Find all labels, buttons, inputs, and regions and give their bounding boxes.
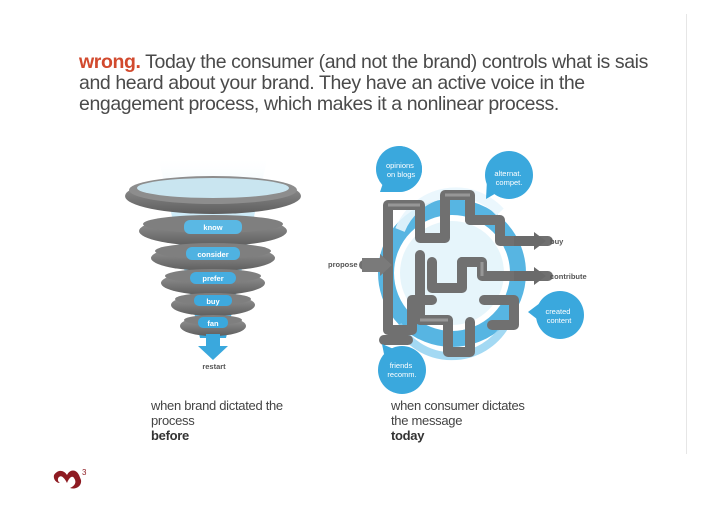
funnel-ring <box>161 269 265 295</box>
caption-before-strong: before <box>151 428 189 443</box>
bubble-created <box>528 291 584 339</box>
funnel-ring <box>139 215 287 246</box>
network: opinions on blogs alternat. compet. crea… <box>328 146 587 394</box>
caption-before-text: when brand dictated the process <box>151 398 283 428</box>
funnel-stage-know: know <box>203 223 222 232</box>
logo: 3 <box>53 468 87 489</box>
funnel-ring <box>125 176 301 214</box>
bubble-opinions-label: opinions on blogs <box>386 161 416 179</box>
buy-label: buy <box>550 237 564 246</box>
headline: wrong. Today the consumer (and not the b… <box>79 52 669 115</box>
bubble-friends-label: friends recomm. <box>387 361 416 379</box>
contribute-label: contribute <box>550 272 587 281</box>
caption-today: when consumer dictates the message today <box>391 398 541 443</box>
propose-label: propose <box>328 260 358 269</box>
funnel: know consider prefer buy fan restart <box>125 156 301 371</box>
headline-text: Today the consumer (and not the brand) c… <box>79 51 648 115</box>
caption-today-text: when consumer dictates the message <box>391 398 525 428</box>
bubble-opinions <box>376 146 422 192</box>
bubble-opinions-line2: on blogs <box>387 170 416 179</box>
bubble-opinions-line1: opinions <box>386 161 414 170</box>
funnel-stage-buy: buy <box>206 297 220 306</box>
funnel-stage-prefer: prefer <box>202 274 223 283</box>
funnel-restart-label: restart <box>202 362 226 371</box>
propose-arrow <box>362 254 392 276</box>
bubble-alternat <box>485 151 533 199</box>
bubble-friends <box>378 344 426 394</box>
slide-edge-line <box>686 14 687 454</box>
caption-today-strong: today <box>391 428 425 443</box>
restart-arrow <box>198 334 228 360</box>
caption-before: when brand dictated the process before <box>151 398 311 443</box>
funnel-stage-consider: consider <box>197 250 228 259</box>
contribute-arrow <box>514 267 546 285</box>
headline-accent: wrong. <box>79 51 141 73</box>
bubble-created-label: created content <box>545 307 572 325</box>
logo-superscript: 3 <box>82 468 87 477</box>
funnel-ring <box>151 243 275 271</box>
buy-arrow <box>514 232 546 250</box>
funnel-ring <box>180 315 246 336</box>
funnel-ring <box>171 293 255 316</box>
bubble-alternat-label: alternat. compet. <box>494 169 523 187</box>
funnel-stage-fan: fan <box>207 319 219 328</box>
